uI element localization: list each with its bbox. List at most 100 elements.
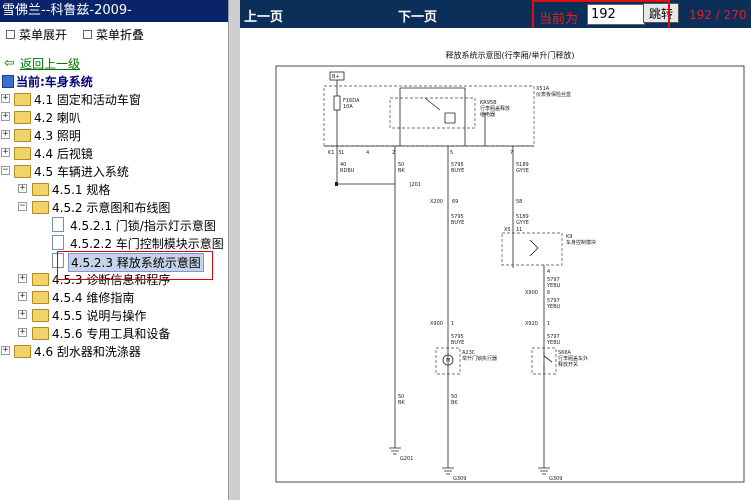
diagram-frame xyxy=(275,65,745,483)
expand-plus-icon[interactable]: + xyxy=(1,93,10,103)
tree-item-4-5[interactable]: − 4.5 车辆进入系统 xyxy=(0,162,228,180)
folder-icon xyxy=(14,129,31,142)
relay-desc-2: 继电器 xyxy=(480,111,495,118)
expand-plus-icon[interactable]: + xyxy=(1,129,10,139)
tree-item-4-3[interactable]: + 4.3 照明 xyxy=(0,126,228,144)
x900-1-label: X900 xyxy=(525,290,538,296)
wire-5795-3-label: 5795 xyxy=(451,334,464,340)
tree-view: ⇦ 返回上一级 当前:车身系统 + 4.1 固定和活动车窗 + 4.2 喇叭 +… xyxy=(0,48,228,359)
wire-yebu-3-label: YEBU xyxy=(546,340,561,346)
folder-icon xyxy=(14,147,31,160)
tree-item-4-4[interactable]: + 4.4 后视镜 xyxy=(0,144,228,162)
expand-plus-icon[interactable]: + xyxy=(18,183,27,193)
wire-gyye-2-label: GYYE xyxy=(516,220,529,226)
wire-5795-label: 5795 xyxy=(451,162,464,168)
tree-item-4-5-2-1[interactable]: 4.5.2.1 门锁/指示灯示意图 xyxy=(0,216,228,234)
switch-outline xyxy=(531,347,557,375)
expand-plus-icon[interactable]: + xyxy=(1,111,10,121)
relay-icon xyxy=(399,87,466,146)
tree-item-label: 4.5.2 示意图和布线图 xyxy=(52,201,171,215)
tree-item-label: 4.2 喇叭 xyxy=(34,111,81,125)
splice-j201-label: J201 xyxy=(409,182,421,188)
ground-g309-2-icon xyxy=(538,467,550,475)
content-panel: 上一页 下一页 当前为 跳转 192 / 270 .ln { stroke:#2… xyxy=(240,0,751,500)
tree-item-4-5-3[interactable]: + 4.5.3 诊断信息和程序 xyxy=(0,270,228,288)
manual-title: 雪佛兰--科鲁兹-2009- xyxy=(0,0,228,22)
expand-plus-icon[interactable]: + xyxy=(1,147,10,157)
expand-plus-icon[interactable]: + xyxy=(18,273,27,283)
back-link[interactable]: ⇦ 返回上一级 xyxy=(0,54,228,72)
diagram-title: 释放系统示意图(行李厢/举升门释放) xyxy=(446,50,575,60)
next-page-link[interactable]: 下一页 xyxy=(398,10,438,25)
actuator-desc: 举升门锁执行器 xyxy=(462,355,497,362)
tree-item-label: 4.5.1 规格 xyxy=(52,183,111,197)
tree-item-4-5-1[interactable]: + 4.5.1 规格 xyxy=(0,180,228,198)
switch-desc-1: 行李厢盖车外 xyxy=(558,355,588,362)
tree-item-label: 4.5 车辆进入系统 xyxy=(34,165,129,179)
tree-item-label: 4.5.2.2 车门控制模块示意图 xyxy=(70,237,224,251)
tree-item-label: 4.5.6 专用工具和设备 xyxy=(52,327,171,341)
back-arrow-icon: ⇦ xyxy=(4,56,15,71)
tree-item-4-5-2-2[interactable]: 4.5.2.2 车门控制模块示意图 xyxy=(0,234,228,252)
wire-bk-3-label: BK xyxy=(451,400,458,406)
wire-5797-3-label: 5797 xyxy=(547,334,560,340)
wire-bk-label: BK xyxy=(398,168,405,174)
tree-item-4-5-4[interactable]: + 4.5.4 维修指南 xyxy=(0,288,228,306)
navigation-panel: 雪佛兰--科鲁兹-2009- 菜单展开 菜单折叠 ⇦ 返回上一级 当前:车身系统… xyxy=(0,0,228,500)
expand-plus-icon[interactable]: + xyxy=(18,309,27,319)
document-icon xyxy=(52,235,64,250)
x200-label: X200 xyxy=(430,199,443,205)
tree-item-4-5-5[interactable]: + 4.5.5 说明与操作 xyxy=(0,306,228,324)
page-number-input[interactable] xyxy=(587,4,645,25)
current-page-label: 当前为 xyxy=(539,12,579,27)
x5-label: X5 xyxy=(504,227,511,233)
relay-outline xyxy=(389,97,476,129)
connector-k1-label: K1 xyxy=(328,150,334,156)
tree-item-label: 4.4 后视镜 xyxy=(34,147,93,161)
wire-5189-2-label: 5189 xyxy=(516,214,529,220)
pin-5-label: 5 xyxy=(450,150,453,156)
tree-item-4-1[interactable]: + 4.1 固定和活动车窗 xyxy=(0,90,228,108)
tree-item-4-6[interactable]: + 4.6 刮水器和洗涤器 xyxy=(0,342,228,360)
ground-g309-2-label: G309 xyxy=(549,476,562,482)
collapse-minus-icon[interactable]: − xyxy=(18,201,27,211)
wire-5797-2-label: 5797 xyxy=(547,298,560,304)
menu-collapse-button[interactable]: 菜单折叠 xyxy=(77,26,144,43)
tree-item-4-5-2-3[interactable]: 4.5.2.3 释放系统示意图 xyxy=(0,252,228,272)
pin-11-label: 11 xyxy=(516,227,522,233)
prev-page-link[interactable]: 上一页 xyxy=(244,10,284,25)
relay-desc-1: 行李厢盖释放 xyxy=(480,105,510,112)
menu-expand-button[interactable]: 菜单展开 xyxy=(0,26,67,43)
wire-buye-3-label: BUYE xyxy=(451,340,464,346)
fuse-block-outline xyxy=(323,85,535,147)
tree-item-label: 4.6 刮水器和洗涤器 xyxy=(34,345,141,359)
pin-1a-label: 1 xyxy=(451,321,454,327)
collapse-minus-icon[interactable]: − xyxy=(1,165,10,175)
actuator-label: A23C xyxy=(462,350,476,356)
pin-31-label: 31 xyxy=(338,150,344,156)
wire-buye-label: BUYE xyxy=(451,168,464,174)
tree-item-4-2[interactable]: + 4.2 喇叭 xyxy=(0,108,228,126)
collapse-icon xyxy=(83,29,93,39)
pin-58-label: 58 xyxy=(516,199,522,205)
document-icon xyxy=(52,253,64,268)
expand-plus-icon[interactable]: + xyxy=(1,345,10,355)
x51a-desc: 仪表板保险丝盒 xyxy=(536,91,571,98)
expand-icon xyxy=(6,29,15,39)
bcm-desc: 车身控制模块 xyxy=(566,239,596,246)
pin-2-label: 2 xyxy=(392,150,395,156)
wire-50-2-label: 50 xyxy=(398,394,404,400)
wire-gyye-label: GYYE xyxy=(516,168,529,174)
expand-plus-icon[interactable]: + xyxy=(18,327,27,337)
expand-plus-icon[interactable]: + xyxy=(18,291,27,301)
current-section-label: 当前:车身系统 xyxy=(16,75,93,89)
wire-40-label: 40 xyxy=(340,162,346,168)
tree-item-4-5-6[interactable]: + 4.5.6 专用工具和设备 xyxy=(0,324,228,342)
book-icon xyxy=(2,75,14,88)
relay-label: KR95B xyxy=(480,100,497,106)
jump-button[interactable]: 跳转 xyxy=(643,3,679,23)
splice-j201 xyxy=(335,182,338,186)
folder-icon xyxy=(32,183,49,196)
tree-item-4-5-2[interactable]: − 4.5.2 示意图和布线图 xyxy=(0,198,228,216)
folder-open-icon xyxy=(14,165,31,178)
